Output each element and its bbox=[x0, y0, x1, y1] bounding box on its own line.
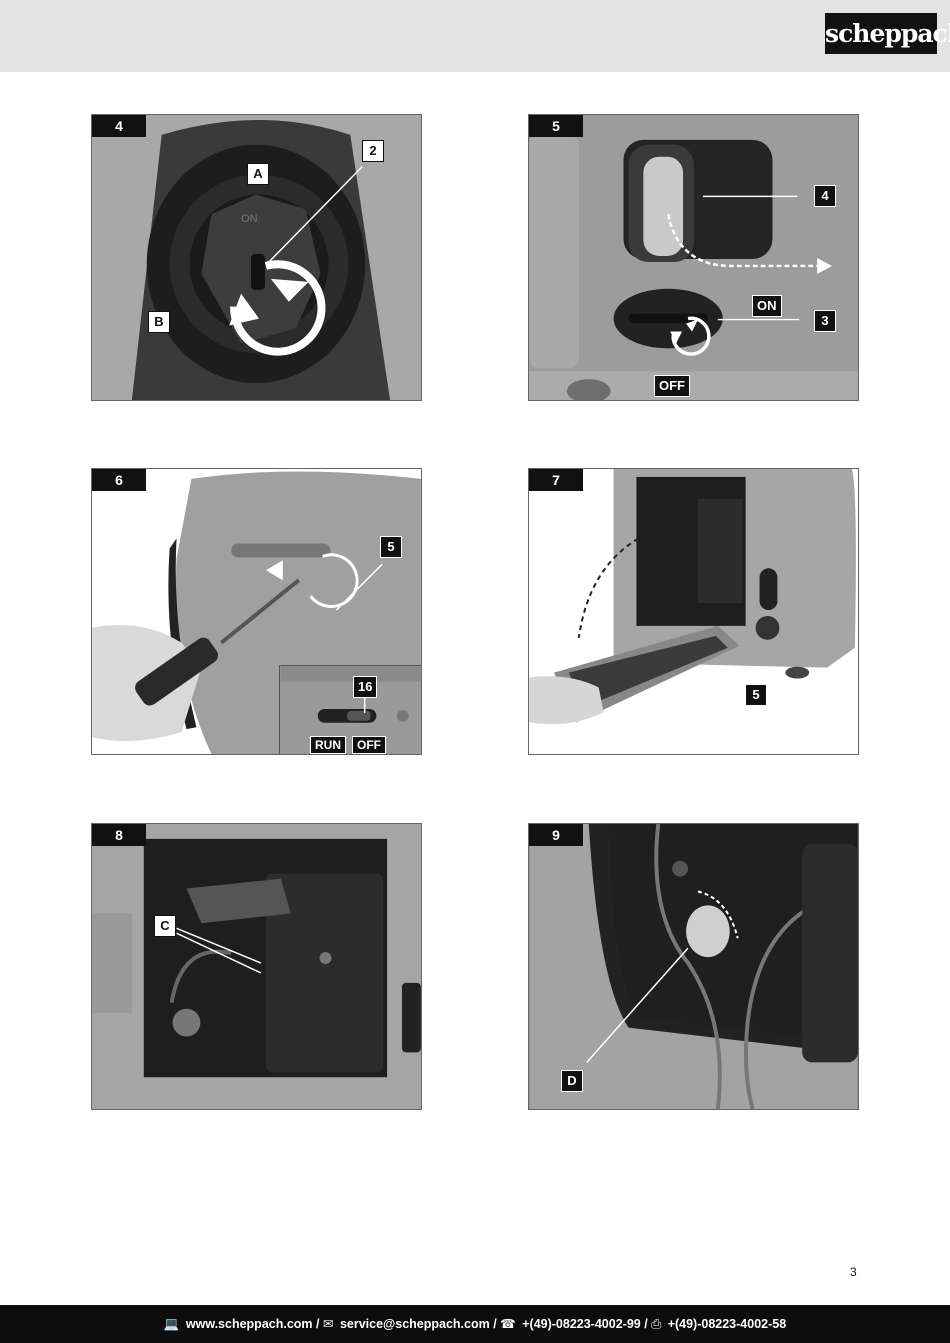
callout-d: D bbox=[561, 1070, 583, 1092]
fax-number: +(49)-08223-4002-58 bbox=[667, 1317, 787, 1331]
label-off-switch: OFF bbox=[352, 736, 386, 754]
figure-5-number: 5 bbox=[529, 115, 583, 137]
computer-icon: 💻 bbox=[163, 1317, 180, 1331]
figure-8-illustration bbox=[92, 824, 421, 1109]
mail-icon: ✉ bbox=[322, 1317, 334, 1331]
figure-6-number: 6 bbox=[92, 469, 146, 491]
email-link[interactable]: service@scheppach.com bbox=[339, 1317, 490, 1331]
figure-6: 6 5 16 RUN OFF bbox=[91, 468, 422, 755]
figure-8: 8 C bbox=[91, 823, 422, 1110]
label-run: RUN bbox=[310, 736, 346, 754]
callout-5: 5 bbox=[745, 684, 767, 706]
figure-8-number: 8 bbox=[92, 824, 146, 846]
figure-4-number: 4 bbox=[92, 115, 146, 137]
callout-4: 4 bbox=[814, 185, 836, 207]
page-header: scheppach bbox=[0, 0, 950, 72]
label-on: ON bbox=[752, 295, 782, 317]
fax-icon: ⎙ bbox=[651, 1317, 662, 1331]
figure-7: 7 5 bbox=[528, 468, 859, 755]
figure-9-illustration bbox=[529, 824, 858, 1109]
page-number: 3 bbox=[850, 1265, 857, 1279]
figure-9: 9 D bbox=[528, 823, 859, 1110]
inset-switch-illustration bbox=[280, 666, 421, 754]
cap-on-marking: ON bbox=[241, 213, 257, 225]
figure-4-illustration: ON bbox=[92, 115, 421, 400]
label-off: OFF bbox=[654, 375, 690, 397]
website-link[interactable]: www.scheppach.com bbox=[185, 1317, 313, 1331]
figure-9-number: 9 bbox=[529, 824, 583, 846]
page-footer: 💻 www.scheppach.com / ✉ service@scheppac… bbox=[0, 1305, 950, 1343]
figure-5-illustration bbox=[529, 115, 858, 400]
phone-icon: ☎ bbox=[500, 1317, 516, 1331]
figure-6-inset: 16 RUN OFF bbox=[279, 665, 421, 754]
figure-5: 5 4 ON 3 OFF bbox=[528, 114, 859, 401]
figure-4: ON 4 2 A B bbox=[91, 114, 422, 401]
callout-16: 16 bbox=[353, 676, 378, 698]
footer-separator: / bbox=[316, 1317, 320, 1331]
callout-c: C bbox=[154, 915, 176, 937]
figure-7-number: 7 bbox=[529, 469, 583, 491]
callout-2: 2 bbox=[362, 140, 384, 162]
footer-separator: / bbox=[644, 1317, 648, 1331]
phone-number: +(49)-08223-4002-99 bbox=[522, 1317, 641, 1331]
scheppach-logo: scheppach bbox=[825, 13, 950, 54]
figure-7-illustration bbox=[529, 469, 858, 754]
callout-3: 3 bbox=[814, 310, 836, 332]
callout-a: A bbox=[247, 163, 269, 185]
callout-b: B bbox=[148, 311, 170, 333]
callout-5: 5 bbox=[380, 536, 402, 558]
footer-separator: / bbox=[493, 1317, 497, 1331]
